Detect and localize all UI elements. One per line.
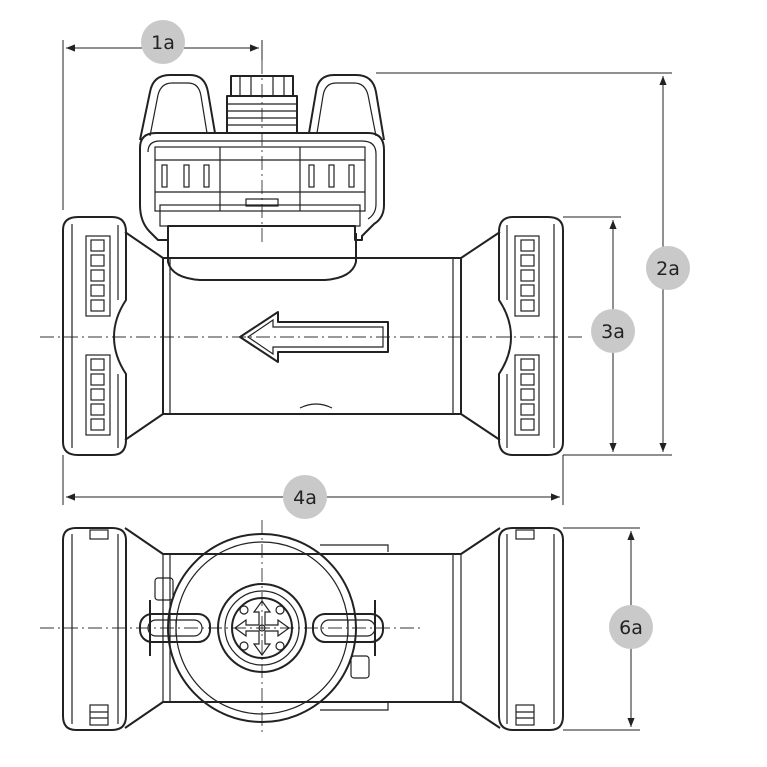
- cable-connector: [226, 75, 298, 134]
- dimension-2a: 2a: [376, 72, 690, 456]
- dimension-label-1a-bubble: [141, 20, 185, 64]
- dimension-label-1a: 1a: [151, 32, 175, 54]
- left-flange-clip-top: [85, 235, 111, 317]
- top-bracket-rails: [320, 544, 389, 711]
- top-register-housing: [139, 533, 384, 723]
- flow-direction-arrow: [239, 311, 389, 363]
- dimension-label-6a-bubble: [609, 605, 653, 649]
- right-handle: [308, 74, 385, 141]
- dimension-label-6a: 6a: [619, 617, 643, 639]
- top-left-latch: [139, 613, 211, 643]
- side-view: [40, 60, 585, 456]
- register-housing: [139, 74, 385, 281]
- dimension-label-2a: 2a: [656, 258, 680, 280]
- register-ribs-right: [308, 164, 355, 188]
- right-flange: [460, 216, 564, 456]
- dimension-label-3a: 3a: [601, 321, 625, 343]
- dimension-label-4a: 4a: [293, 487, 317, 509]
- top-pipe-body: [124, 527, 501, 729]
- dimension-label-2a-bubble: [646, 246, 690, 290]
- top-left-flange: [62, 527, 127, 731]
- pipe-body: [162, 257, 462, 415]
- dimension-label-4a-bubble: [283, 475, 327, 519]
- top-right-flange: [498, 527, 564, 731]
- left-handle: [139, 74, 216, 141]
- top-right-latch: [312, 613, 384, 643]
- top-cable-connector: [217, 583, 307, 673]
- dimension-6a: 6a: [563, 527, 653, 731]
- dimension-1a: 1a: [62, 20, 263, 210]
- top-view: [40, 520, 564, 735]
- right-flange-clip-bottom: [514, 354, 540, 436]
- dimension-4a: 4a: [62, 455, 564, 519]
- dimension-3a: 3a: [563, 216, 635, 456]
- dimension-label-3a-bubble: [591, 309, 635, 353]
- left-flange: [62, 216, 164, 456]
- left-flange-clip-bottom: [85, 354, 111, 436]
- right-flange-clip-top: [514, 235, 540, 317]
- register-ribs-left: [161, 164, 210, 188]
